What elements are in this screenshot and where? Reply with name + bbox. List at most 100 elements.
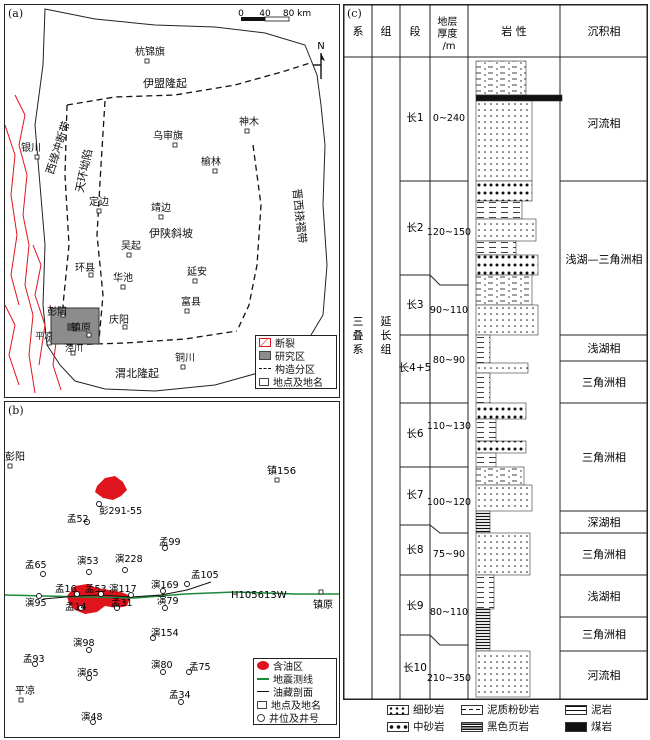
place-label: 银川 <box>21 141 41 154</box>
scale-bar: 0 40 80 km <box>238 9 311 22</box>
facies-label: 河流相 <box>588 668 621 682</box>
member-name: 长9 <box>406 600 423 612</box>
facies-label: 河流相 <box>588 116 621 130</box>
facies-label: 深湖相 <box>588 516 621 529</box>
legend-b: 含油区 地震测线 油藏剖面 地点及地名 井位及井号 <box>253 658 337 725</box>
silty-mudstone-icon <box>461 704 483 715</box>
legend-item-silt: 泥质粉砂岩 <box>461 702 540 717</box>
system-char-0: 三 <box>353 315 364 328</box>
legend-item-seismic: 地震测线 <box>254 672 336 686</box>
profile-line-icon <box>257 691 269 692</box>
legend-text: 断裂 <box>275 339 295 350</box>
panel-a-svg: 0 40 80 km N <box>5 8 328 394</box>
well-label: 演228 <box>115 553 143 565</box>
legend-text: 泥岩 <box>591 704 612 716</box>
scale-tick-0: 0 <box>238 9 244 19</box>
well-circle-icon <box>257 713 265 722</box>
oil-area-icon <box>257 661 269 670</box>
legend-item-shale: 黑色页岩 <box>461 719 529 734</box>
legend-text: 地点及地名 <box>273 378 323 389</box>
well-label: 演154 <box>151 627 179 639</box>
well-label: 孟105 <box>191 570 219 581</box>
legend-item-mud: 泥岩 <box>565 702 612 717</box>
header-lithology: 岩 性 <box>501 24 527 38</box>
legend-text: 泥质粉砂岩 <box>487 704 540 716</box>
system-char-2: 系 <box>353 343 364 356</box>
seismic-line-label: H105613W <box>231 590 287 601</box>
legend-item-oil: 含油区 <box>254 659 336 673</box>
member-name: 长10 <box>403 662 427 674</box>
zone-boundary-icon <box>259 368 271 369</box>
member-name: 长3 <box>406 299 423 311</box>
legend-text: 油藏剖面 <box>273 688 313 699</box>
legend-item-mid-sand: 中砂岩 <box>387 719 445 734</box>
place-label: 平凉 <box>15 684 35 697</box>
facies-label: 三角洲相 <box>582 451 626 464</box>
well-label: 演117 <box>109 583 137 595</box>
study-area-icon <box>259 351 271 360</box>
member-name: 长8 <box>406 544 423 556</box>
legend-item-fine-sand: 细砂岩 <box>387 702 445 717</box>
legend-a: 断裂 研究区 构造分区 地点及地名 <box>255 335 337 389</box>
well-label: 孟99 <box>159 537 181 548</box>
formation-char-1: 长 <box>381 329 392 342</box>
well-label: 演98 <box>73 637 95 649</box>
legend-item-well: 井位及井号 <box>254 711 336 725</box>
facies-label: 三角洲相 <box>582 628 626 641</box>
seismic-line-icon <box>257 677 269 680</box>
well-label: 演169 <box>151 579 179 591</box>
legend-text: 煤岩 <box>591 721 612 733</box>
facies-label: 三角洲相 <box>582 376 626 389</box>
member-name: 长6 <box>406 428 423 440</box>
legend-c: 细砂岩 泥质粉砂岩 泥岩 中砂岩 黑色页岩 煤岩 <box>343 699 646 736</box>
well-label: 演65 <box>77 667 99 679</box>
member-thickness: 0~240 <box>433 113 465 124</box>
facies-label: 浅湖相 <box>588 342 621 355</box>
well-label: 孟14 <box>65 602 87 613</box>
member-name: 长7 <box>406 489 423 501</box>
panel-c-stratigraphy: (c) 系 组 段 地层 厚度 /m 岩 <box>343 4 648 700</box>
place-label: 吴起 <box>121 240 141 252</box>
place-label: 泾川 <box>65 342 83 354</box>
member-name: 长4+5 <box>399 362 432 374</box>
place-label: 延安 <box>187 265 207 278</box>
legend-text: 地点及地名 <box>271 701 321 712</box>
lithology-column <box>475 60 563 698</box>
panel-b-label: (b) <box>8 404 24 417</box>
well-label: 演53 <box>77 555 99 567</box>
place-label: 彭阳 <box>5 450 25 463</box>
member-thickness: 80~110 <box>430 607 468 618</box>
legend-text: 黑色页岩 <box>487 721 529 733</box>
panel-c-label: (c) <box>347 7 362 20</box>
member-thickness: 110~130 <box>427 421 471 432</box>
legend-text: 地震测线 <box>273 675 313 686</box>
well-label: 孟53 <box>85 584 107 595</box>
medium-sandstone-icon <box>387 721 409 732</box>
header-facies: 沉积相 <box>588 25 621 38</box>
well-label: 孟93 <box>23 654 45 665</box>
legend-item-coal: 煤岩 <box>565 719 612 734</box>
member-thickness: 120~150 <box>427 227 471 238</box>
header-thickness-l2: 厚度 <box>437 27 457 40</box>
header-system: 系 <box>353 25 364 38</box>
seismic-line <box>5 591 339 599</box>
coal-icon <box>565 721 587 732</box>
well-label: 演80 <box>151 659 173 671</box>
legend-text: 构造分区 <box>275 365 315 376</box>
well-label: 孟16 <box>55 584 77 595</box>
legend-text: 井位及井号 <box>269 714 319 725</box>
system-char-1: 叠 <box>353 329 364 342</box>
place-label: 乌审旗 <box>153 129 183 142</box>
well-label: 孟75 <box>189 662 211 673</box>
place-label: 平凉 <box>35 330 53 342</box>
legend-text: 含油区 <box>273 662 303 673</box>
oil-area-north <box>95 476 127 500</box>
mudstone-icon <box>565 704 587 715</box>
legend-item-study: 研究区 <box>256 349 336 363</box>
panel-b-svg: H105613W 彭阳 镇156 镇原 平凉 彭291-55 孟52 <box>5 450 339 725</box>
member-thickness: 75~90 <box>433 549 465 560</box>
fine-sandstone-icon <box>387 704 409 715</box>
legend-item-fault: 断裂 <box>256 336 336 350</box>
well-label: 孟52 <box>67 514 89 525</box>
legend-item-zone: 构造分区 <box>256 362 336 376</box>
